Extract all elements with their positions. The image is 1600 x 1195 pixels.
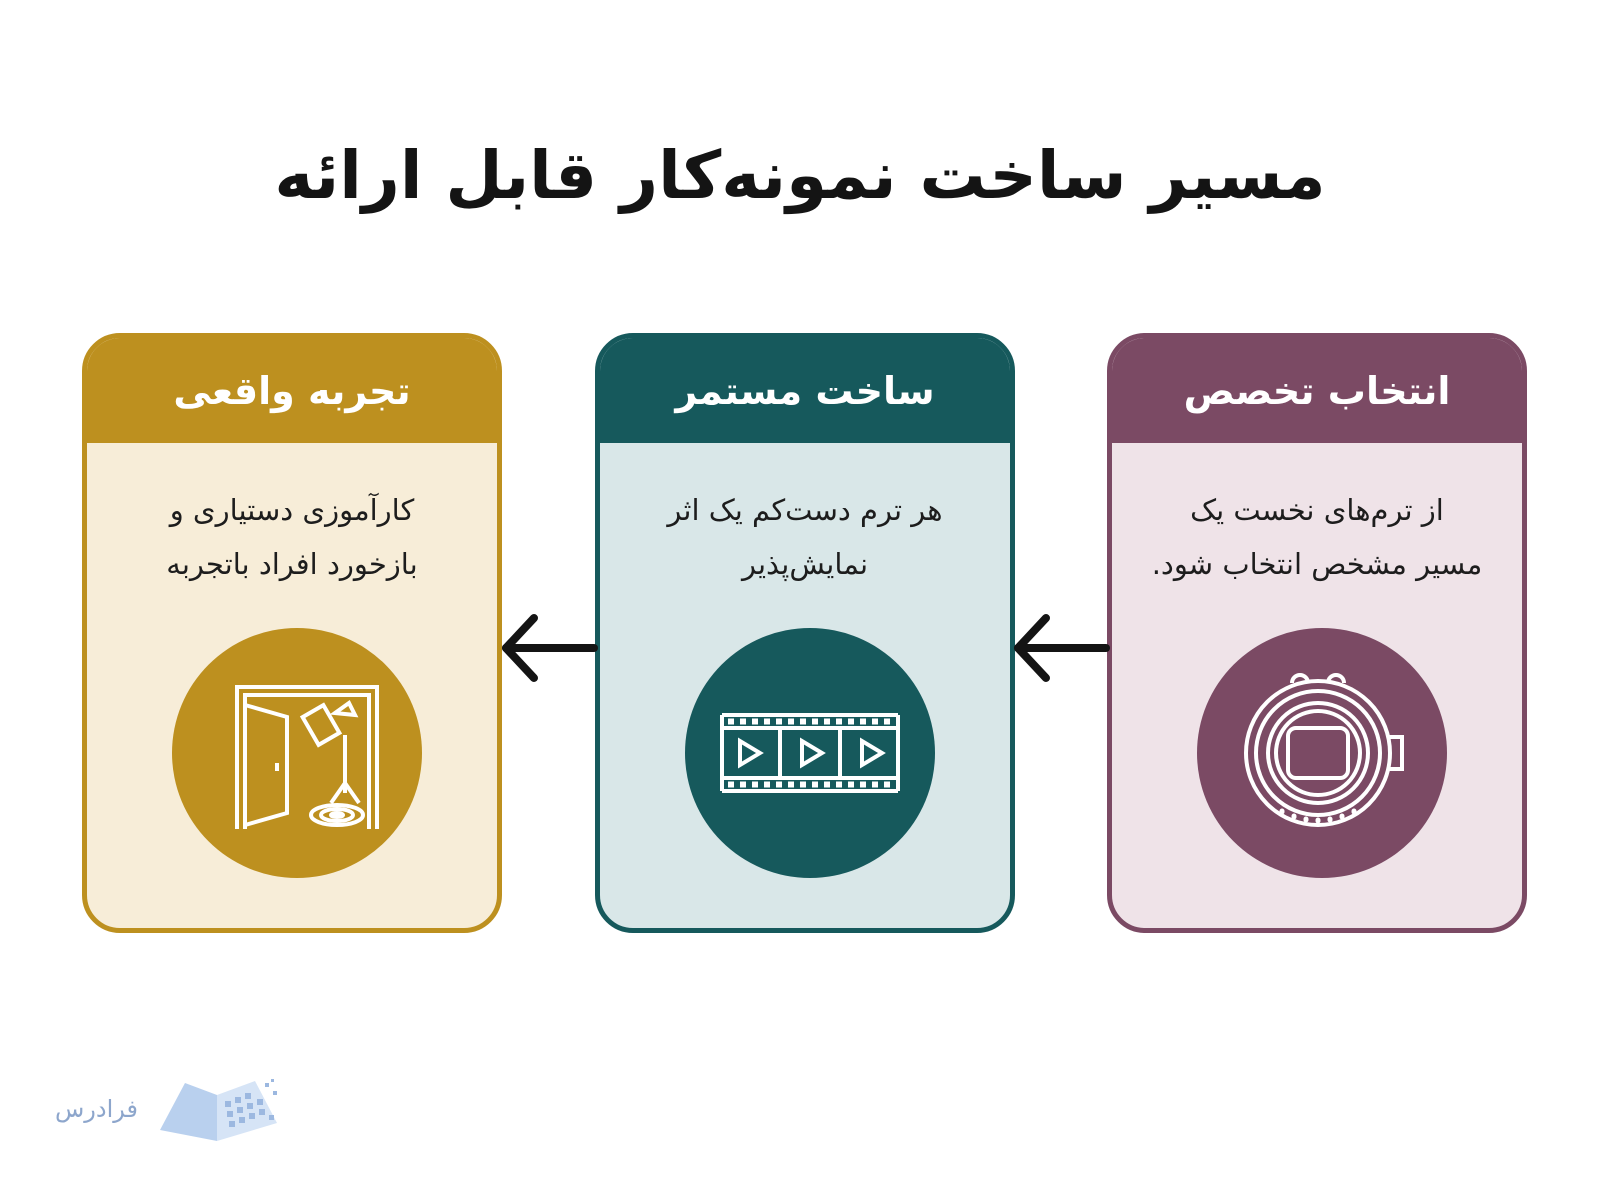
film-strip-icon bbox=[720, 713, 900, 793]
step-card-real-experience: تجربه واقعی کارآموزی دستیاری و بازخورد ا… bbox=[82, 333, 502, 933]
icon-circle bbox=[1197, 628, 1447, 878]
card-heading: تجربه واقعی bbox=[87, 338, 497, 443]
camera-lens-mount-icon bbox=[1244, 673, 1404, 827]
card-heading: ساخت مستمر bbox=[600, 338, 1010, 443]
card-description-line: نمایش‌پذیر bbox=[741, 547, 869, 581]
step-card-choose-specialty: انتخاب تخصص از ترم‌های نخست یک مسیر مشخص… bbox=[1107, 333, 1527, 933]
logo-text: فرادرس bbox=[55, 1095, 138, 1123]
faradars-logo: فرادرس bbox=[55, 1075, 295, 1145]
card-description-line: از ترم‌های نخست یک bbox=[1190, 493, 1444, 527]
card-heading: انتخاب تخصص bbox=[1112, 338, 1522, 443]
arrow-left-icon bbox=[1014, 614, 1110, 682]
open-book-logo-icon bbox=[160, 1079, 277, 1141]
step-card-continuous-building: ساخت مستمر هر ترم دست‌کم یک اثر نمایش‌پذ… bbox=[595, 333, 1015, 933]
card-description: کارآموزی دستیاری و بازخورد افراد باتجربه bbox=[117, 483, 467, 603]
card-description-line: هر ترم دست‌کم یک اثر bbox=[667, 493, 943, 527]
card-description: هر ترم دست‌کم یک اثر نمایش‌پذیر bbox=[630, 483, 980, 603]
card-description-line: کارآموزی دستیاری و bbox=[169, 493, 415, 527]
icon-circle bbox=[685, 628, 935, 878]
icon-circle bbox=[172, 628, 422, 878]
card-description-line: مسیر مشخص انتخاب شود. bbox=[1151, 547, 1483, 581]
page-title: مسیر ساخت نمونه‌کار قابل ارائه bbox=[274, 137, 1326, 214]
studio-door-light-icon bbox=[235, 685, 379, 829]
card-description-line: بازخورد افراد باتجربه bbox=[166, 547, 418, 581]
arrow-left-icon bbox=[502, 614, 598, 682]
card-description: از ترم‌های نخست یک مسیر مشخص انتخاب شود. bbox=[1142, 483, 1492, 603]
